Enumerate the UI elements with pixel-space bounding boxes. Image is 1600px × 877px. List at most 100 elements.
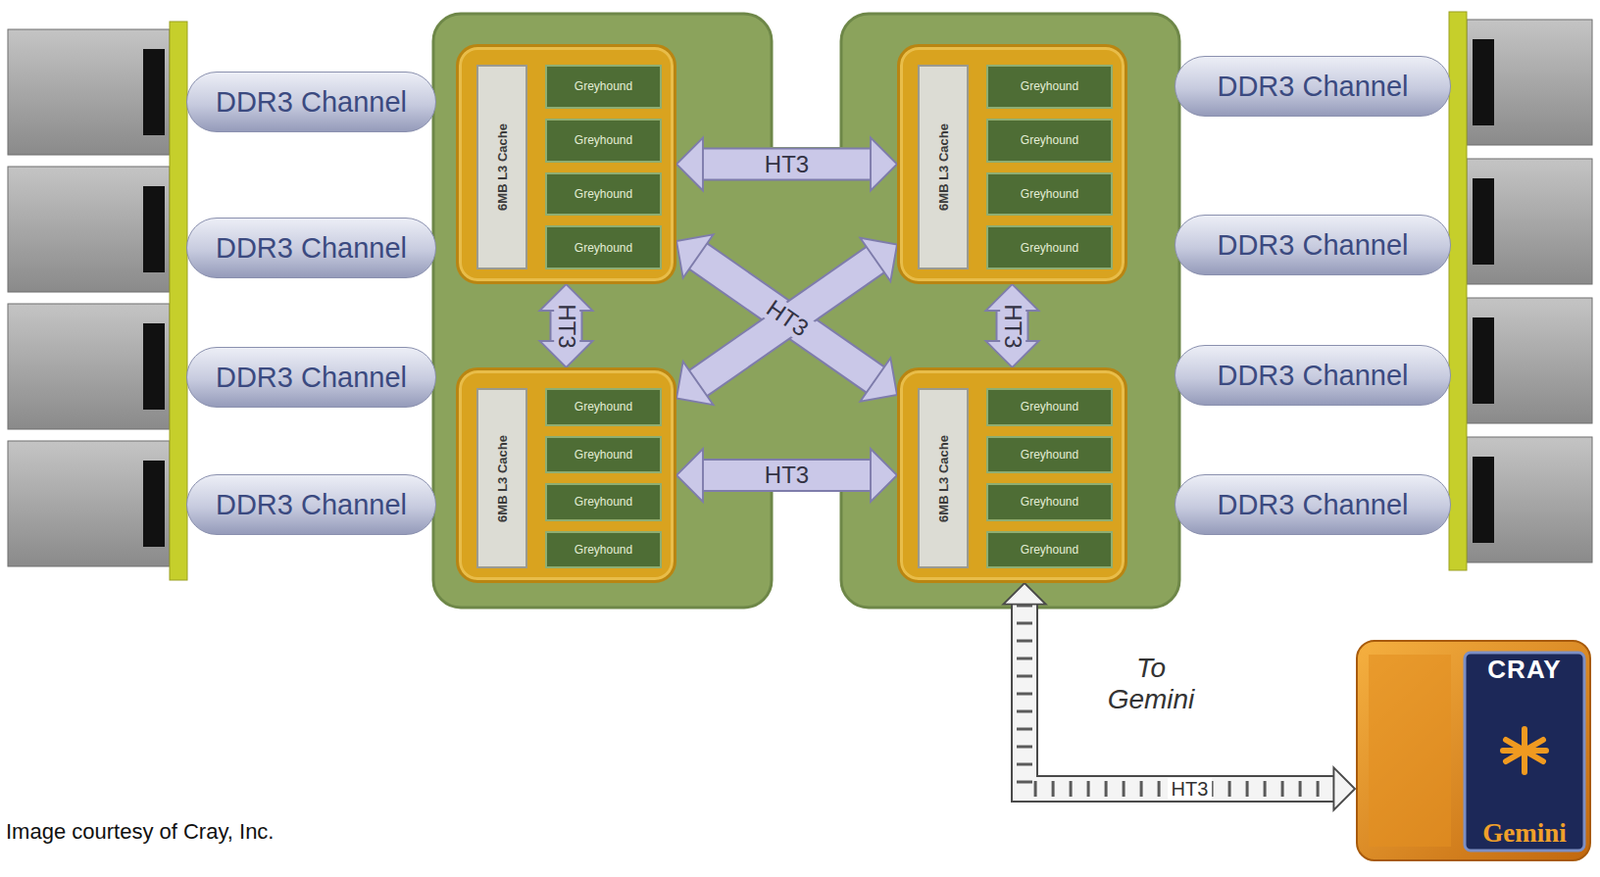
node-text: DDR3 Channel	[1216, 70, 1408, 103]
dimm-connector	[143, 186, 165, 273]
package	[841, 13, 1180, 608]
cpu-core: Greyhound	[986, 436, 1113, 475]
dimm-slot	[1466, 19, 1593, 146]
dimm-slot	[7, 166, 170, 293]
link-label: HT3	[1167, 778, 1213, 800]
cpu-core: Greyhound	[545, 483, 662, 522]
l3-cache: 6MB L3 Cache	[476, 64, 528, 270]
node-text: Greyhound	[574, 543, 633, 557]
node-text: Greyhound	[1020, 79, 1079, 94]
cube-face	[1464, 652, 1585, 851]
cpu-core: Greyhound	[545, 436, 662, 475]
node-text: DDR3 Channel	[1216, 229, 1408, 262]
cpu-core: Greyhound	[986, 64, 1113, 109]
callout-label: To Gemini	[1101, 652, 1200, 716]
cpu-core: Greyhound	[545, 225, 662, 270]
node-text: Greyhound	[574, 241, 633, 255]
dimm-slot	[1466, 158, 1593, 285]
node-text: DDR3 Channel	[215, 361, 407, 395]
ht3-link	[1024, 604, 1334, 790]
node-text: DDR3 Channel	[215, 489, 407, 522]
ddr3-channel: DDR3 Channel	[186, 71, 437, 133]
link-outline	[698, 259, 876, 384]
processor-die: 6MB L3 CacheGreyhoundGreyhoundGreyhoundG…	[455, 44, 677, 285]
ddr3-channel: DDR3 Channel	[186, 474, 437, 536]
ht3-link-group	[702, 163, 871, 165]
l3-cache: 6MB L3 Cache	[476, 388, 528, 569]
node-text: DDR3 Channel	[1216, 359, 1408, 393]
node-text: DDR3 Channel	[1216, 489, 1408, 522]
cpu-core: Greyhound	[545, 64, 662, 109]
node-text: Greyhound	[1020, 495, 1079, 509]
processor-packages	[433, 13, 1180, 608]
cpu-core: Greyhound	[545, 531, 662, 570]
board-edge	[1449, 11, 1467, 571]
ht3-link-group	[1011, 310, 1013, 342]
gemini-chip: CRAYGemini	[1354, 639, 1593, 863]
dimm-connector	[1472, 39, 1495, 126]
link-outline	[1024, 604, 1334, 790]
dimm-connector	[143, 323, 165, 410]
ht3-link-group	[702, 475, 871, 477]
node-text: 6MB L3 Cache	[936, 123, 951, 211]
node-text: Greyhound	[1020, 241, 1079, 255]
cpu-core: Greyhound	[545, 118, 662, 163]
image-credit: Image courtesy of Cray, Inc.	[5, 819, 274, 846]
ddr3-channel: DDR3 Channel	[1174, 474, 1451, 536]
node-text: Greyhound	[574, 448, 633, 462]
ht3-link	[702, 460, 871, 491]
processor-die: 6MB L3 CacheGreyhoundGreyhoundGreyhoundG…	[897, 367, 1128, 584]
dimm-slot	[7, 441, 170, 567]
dimm-slot	[7, 29, 170, 155]
node-text: Greyhound	[574, 187, 633, 201]
cube-side	[1368, 654, 1451, 848]
dimm-bank-left	[7, 21, 188, 581]
node-text: Greyhound	[574, 400, 633, 414]
cpu-core: Greyhound	[545, 172, 662, 217]
cpu-core: Greyhound	[986, 172, 1113, 217]
link-label: HT3	[757, 292, 816, 344]
cpu-core: Greyhound	[986, 388, 1113, 427]
dimm-bank-right	[1449, 11, 1593, 571]
node-text: CRAY	[1487, 654, 1561, 686]
ht3-link	[698, 259, 876, 384]
node-text: Greyhound	[574, 133, 633, 148]
node-text: Greyhound	[1020, 448, 1079, 462]
dimm-slot	[7, 303, 170, 430]
node-text: Greyhound	[1020, 187, 1079, 201]
dimm-connector	[143, 460, 165, 548]
link-label: HT3	[760, 462, 813, 489]
ht3-link-group	[565, 310, 567, 342]
node-text: 6MB L3 Cache	[936, 435, 951, 523]
ht3-link-group	[1024, 604, 1334, 790]
dimm-connector	[1472, 317, 1495, 404]
star-logo	[1502, 729, 1547, 773]
ht3-link	[702, 150, 871, 180]
link-outline	[996, 310, 1030, 342]
cube-body	[1356, 641, 1591, 861]
link-outline	[702, 148, 871, 182]
cpu-core: Greyhound	[986, 225, 1113, 270]
node-text: 6MB L3 Cache	[495, 123, 510, 211]
board-edge	[169, 21, 188, 581]
ddr3-channel: DDR3 Channel	[186, 217, 437, 279]
node-text: Greyhound	[574, 79, 633, 94]
ddr3-channel: DDR3 Channel	[186, 347, 437, 408]
processor-die: 6MB L3 CacheGreyhoundGreyhoundGreyhoundG…	[455, 367, 677, 584]
l3-cache: 6MB L3 Cache	[917, 388, 969, 569]
dimm-connector	[1472, 178, 1495, 265]
l3-cache: 6MB L3 Cache	[917, 64, 969, 270]
link-ticks	[1024, 604, 1334, 790]
cpu-core: Greyhound	[545, 388, 662, 427]
node-text: Greyhound	[1020, 543, 1079, 557]
node-text: Greyhound	[1020, 133, 1079, 148]
dimm-slot	[1466, 437, 1593, 563]
cpu-core: Greyhound	[986, 531, 1113, 570]
dimm-connector	[143, 49, 165, 136]
node-text: Greyhound	[574, 495, 633, 509]
link-label: HT3	[552, 300, 579, 352]
dimm-connector	[1472, 456, 1495, 544]
ddr3-channel: DDR3 Channel	[1174, 55, 1451, 117]
ht3-link	[551, 310, 582, 342]
node-text: Greyhound	[1020, 400, 1079, 414]
